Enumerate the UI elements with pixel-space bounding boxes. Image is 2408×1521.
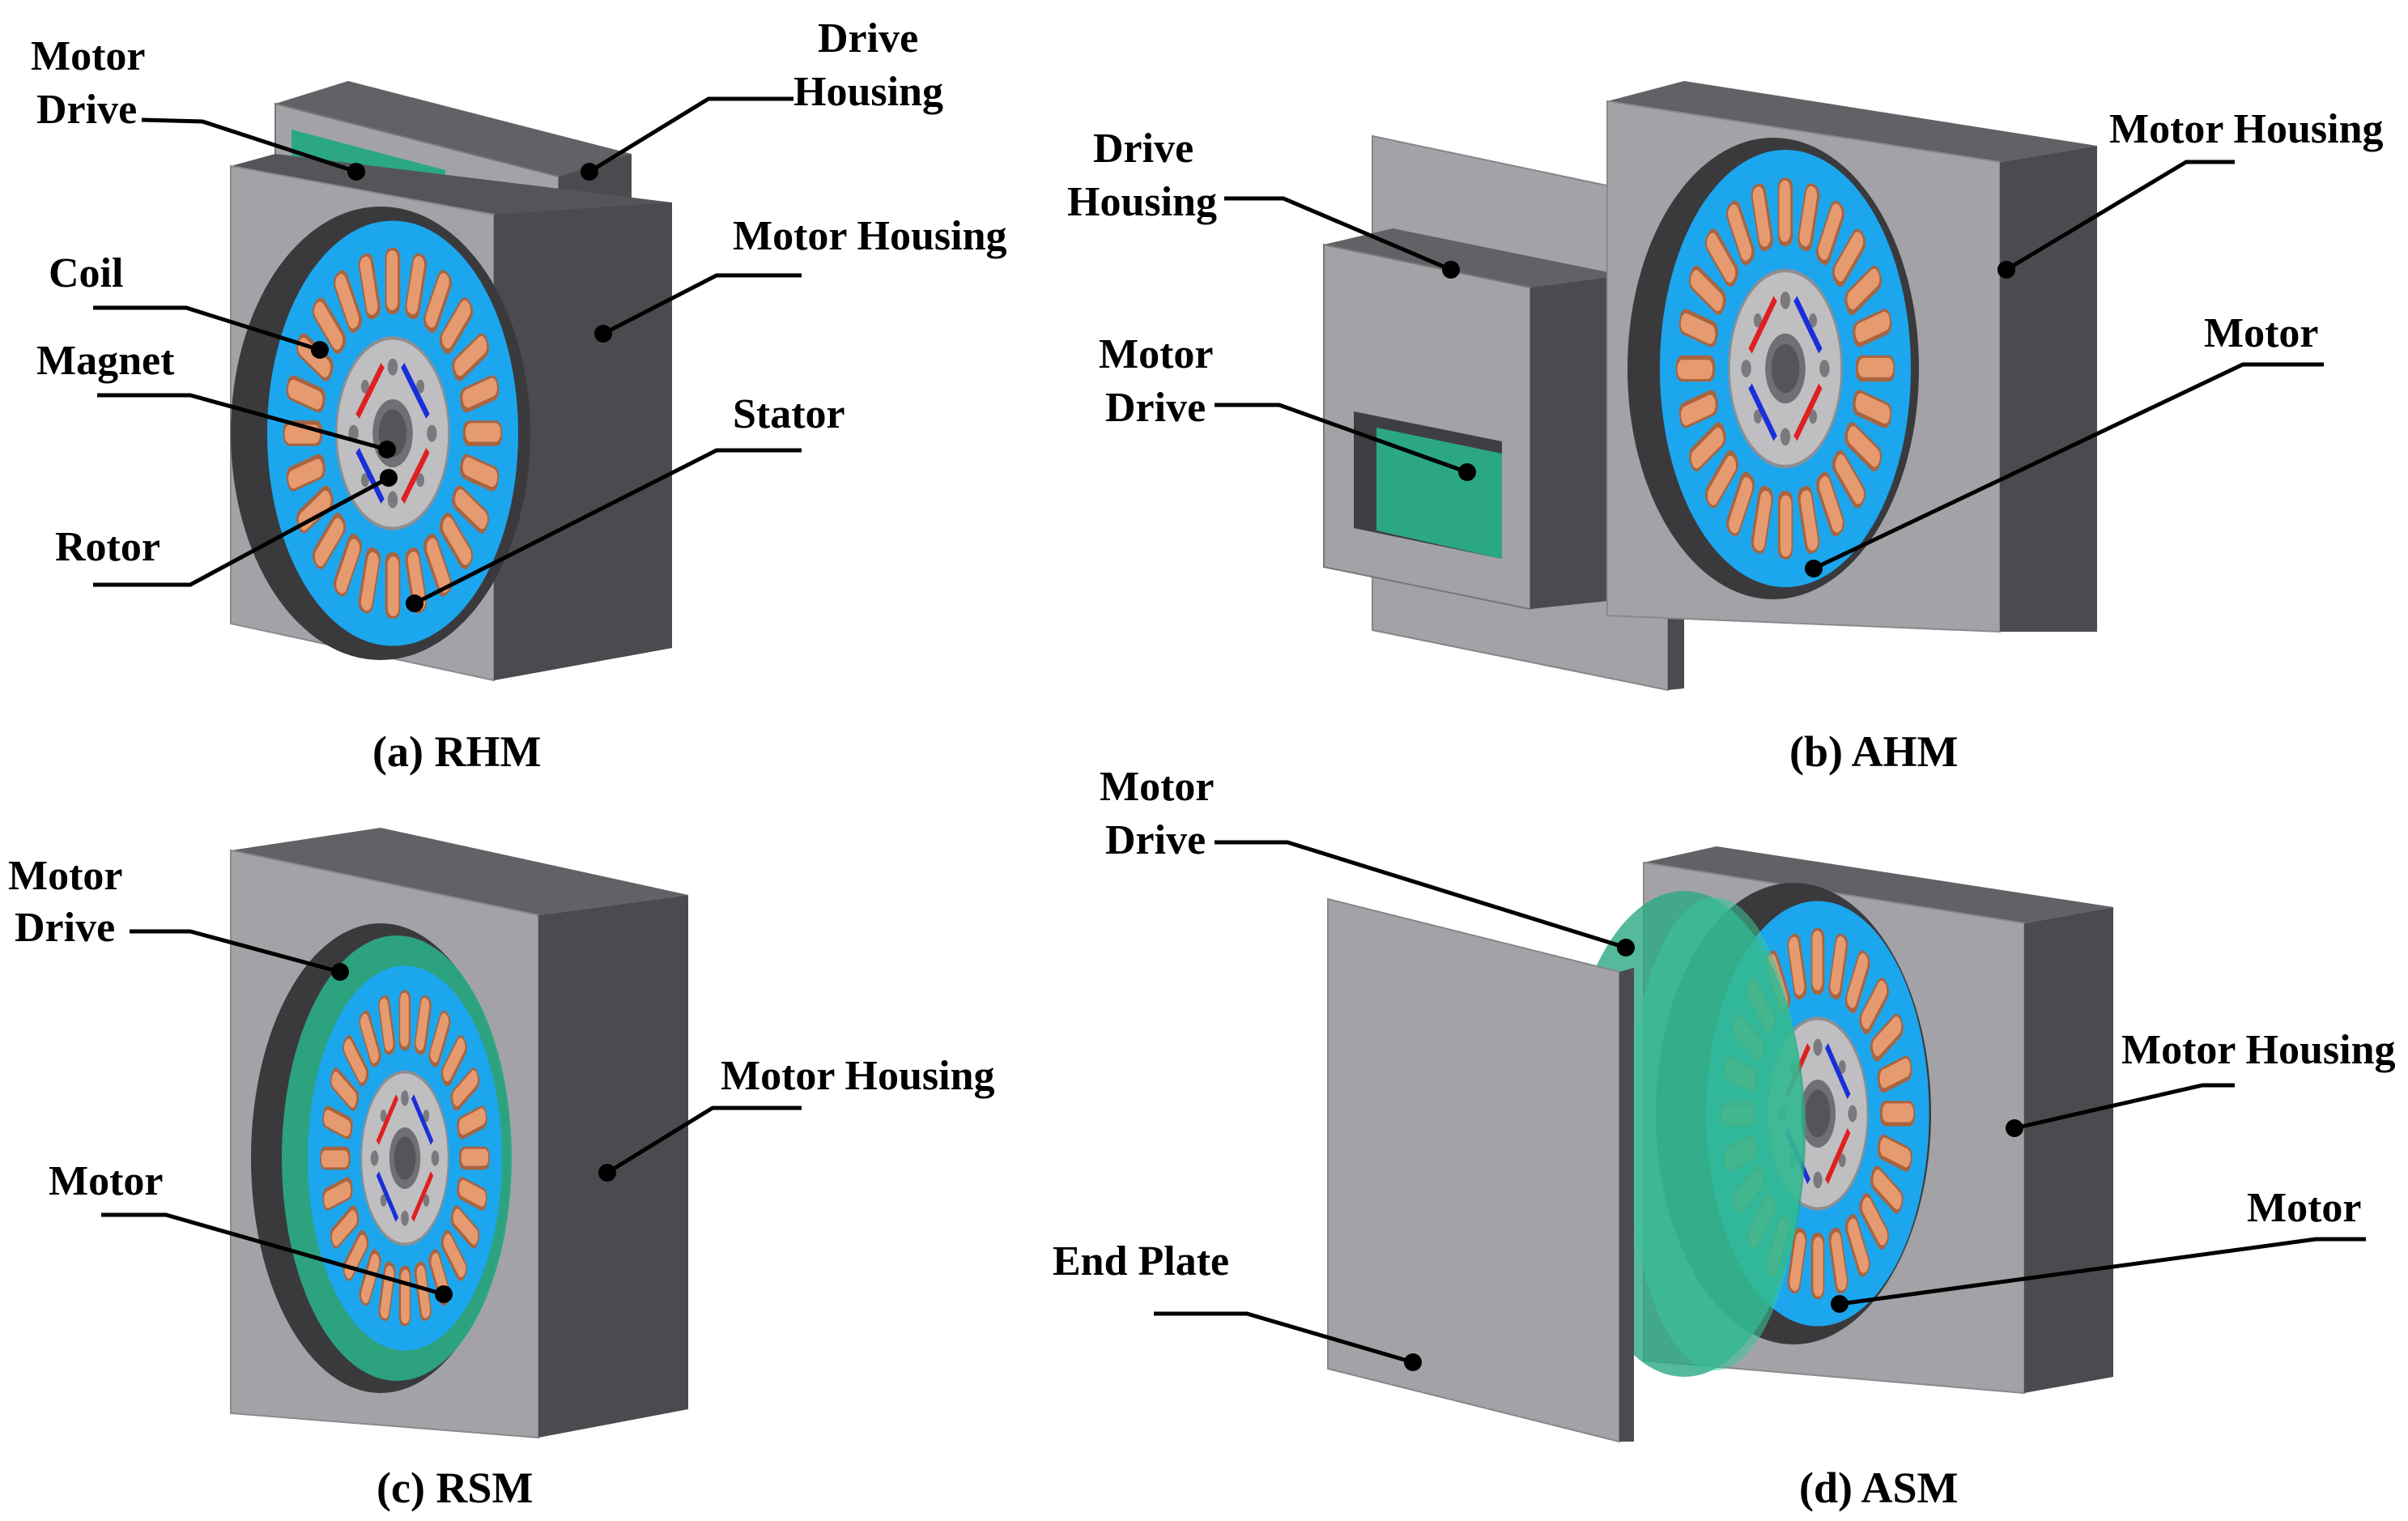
label-drive-housing-2: Housing bbox=[793, 69, 943, 115]
caption-c: (c) RSM bbox=[377, 1463, 533, 1512]
panel-rsm: Motor Drive Motor Housing Motor (c) RSM bbox=[8, 828, 995, 1512]
caption-a: (a) RHM bbox=[372, 727, 541, 776]
label-motor-drive-d2: Drive bbox=[1105, 817, 1206, 863]
label-drive-housing-b1: Drive bbox=[1093, 126, 1193, 172]
label-motor-housing-d: Motor Housing bbox=[2121, 1027, 2396, 1073]
label-coil: Coil bbox=[49, 250, 123, 296]
label-motor-d: Motor bbox=[2247, 1185, 2361, 1231]
label-motor-drive-b2: Drive bbox=[1105, 385, 1206, 431]
label-motor-drive-c2: Drive bbox=[15, 905, 115, 951]
label-motor: Motor bbox=[31, 33, 145, 79]
panel-ahm: Drive Housing Motor Housing Motor Drive … bbox=[1067, 81, 2384, 776]
label-rotor: Rotor bbox=[55, 524, 160, 570]
label-drive: Drive bbox=[36, 87, 137, 133]
label-drive-housing-1: Drive bbox=[818, 15, 918, 62]
label-motor-drive-b1: Motor bbox=[1099, 331, 1213, 377]
drive-board-b bbox=[1376, 428, 1502, 559]
label-motor-housing-c: Motor Housing bbox=[721, 1053, 995, 1099]
label-motor-b: Motor bbox=[2204, 310, 2318, 356]
label-magnet: Magnet bbox=[36, 338, 175, 384]
label-end-plate: End Plate bbox=[1053, 1238, 1229, 1285]
label-drive-housing-b2: Housing bbox=[1067, 179, 1217, 225]
motor-face-c bbox=[308, 966, 502, 1351]
label-motor-drive-c1: Motor bbox=[8, 853, 122, 899]
caption-d: (d) ASM bbox=[1799, 1463, 1959, 1512]
motor-face-a bbox=[267, 221, 518, 646]
panel-asm: Motor Drive Motor Housing End Plate Moto… bbox=[1053, 764, 2396, 1512]
caption-b: (b) AHM bbox=[1789, 727, 1959, 776]
panel-rhm: Motor Drive Drive Housing Motor Housing … bbox=[31, 15, 1007, 776]
label-motor-housing-a: Motor Housing bbox=[733, 213, 1007, 259]
label-motor-drive-d1: Motor bbox=[1100, 764, 1214, 810]
label-stator: Stator bbox=[733, 391, 845, 437]
motor-face-b bbox=[1660, 150, 1911, 587]
label-motor-c: Motor bbox=[49, 1158, 163, 1204]
label-motor-housing-b: Motor Housing bbox=[2109, 106, 2384, 152]
